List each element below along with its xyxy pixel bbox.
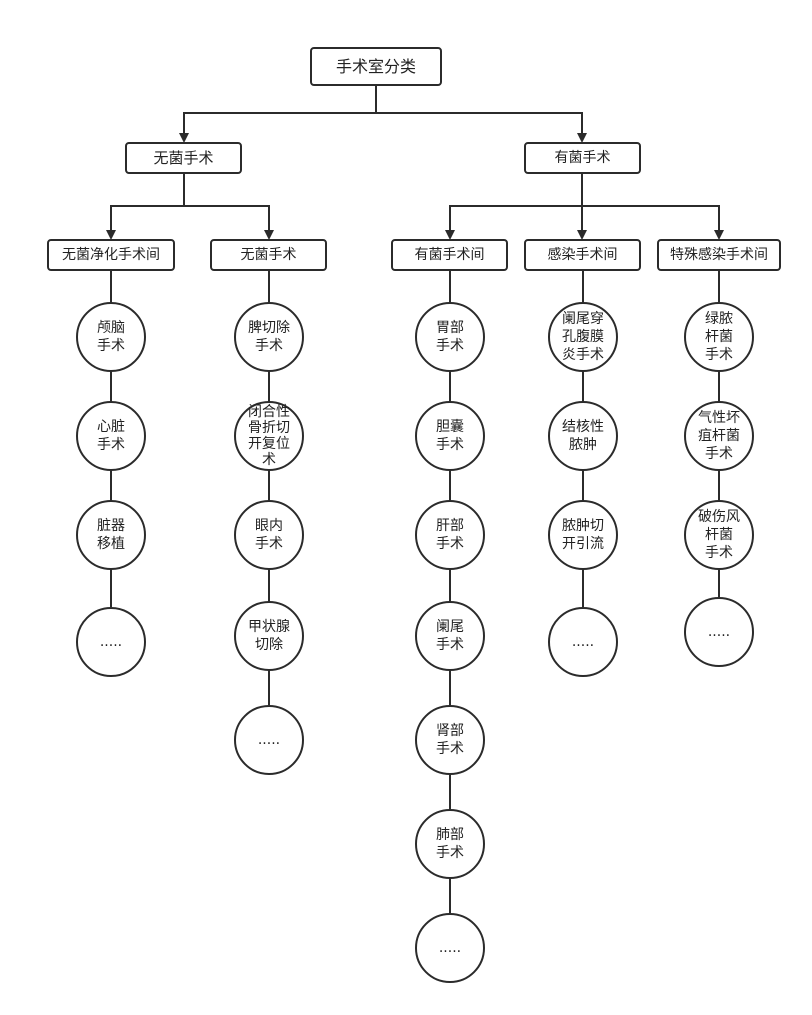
room-sterile: 无菌手术 — [210, 239, 327, 271]
surgery-node: 肾部 手术 — [415, 705, 485, 775]
ellipsis-node: ..... — [684, 597, 754, 667]
room-special-infection: 特殊感染手术间 — [657, 239, 781, 271]
surgery-node: 绿脓 杆菌 手术 — [684, 302, 754, 372]
surgery-node: 脏器 移植 — [76, 500, 146, 570]
surgery-node: 胃部 手术 — [415, 302, 485, 372]
surgery-node: 眼内 手术 — [234, 500, 304, 570]
surgery-node: 脓肿切 开引流 — [548, 500, 618, 570]
sterile-surgery-node: 无菌手术 — [125, 142, 242, 174]
surgery-node: 颅脑 手术 — [76, 302, 146, 372]
room-infection: 感染手术间 — [524, 239, 641, 271]
root-node: 手术室分类 — [310, 47, 442, 86]
ellipsis-node: ..... — [415, 913, 485, 983]
ellipsis-node: ..... — [234, 705, 304, 775]
surgery-node: 肝部 手术 — [415, 500, 485, 570]
surgery-node: 脾切除 手术 — [234, 302, 304, 372]
contaminated-surgery-node: 有菌手术 — [524, 142, 641, 174]
ellipsis-node: ..... — [76, 607, 146, 677]
surgery-node: 心脏 手术 — [76, 401, 146, 471]
surgery-node: 结核性 脓肿 — [548, 401, 618, 471]
ellipsis-node: ..... — [548, 607, 618, 677]
surgery-node: 破伤风 杆菌 手术 — [684, 500, 754, 570]
surgery-node: 闭合性 骨折切 开复位 术 — [234, 401, 304, 471]
surgery-node: 气性坏 疽杆菌 手术 — [684, 401, 754, 471]
surgery-node: 阑尾 手术 — [415, 601, 485, 671]
room-contaminated: 有菌手术间 — [391, 239, 508, 271]
room-sterile-clean: 无菌净化手术间 — [47, 239, 175, 271]
surgery-node: 甲状腺 切除 — [234, 601, 304, 671]
surgery-node: 肺部 手术 — [415, 809, 485, 879]
surgery-node: 阑尾穿 孔腹膜 炎手术 — [548, 302, 618, 372]
surgery-node: 胆囊 手术 — [415, 401, 485, 471]
